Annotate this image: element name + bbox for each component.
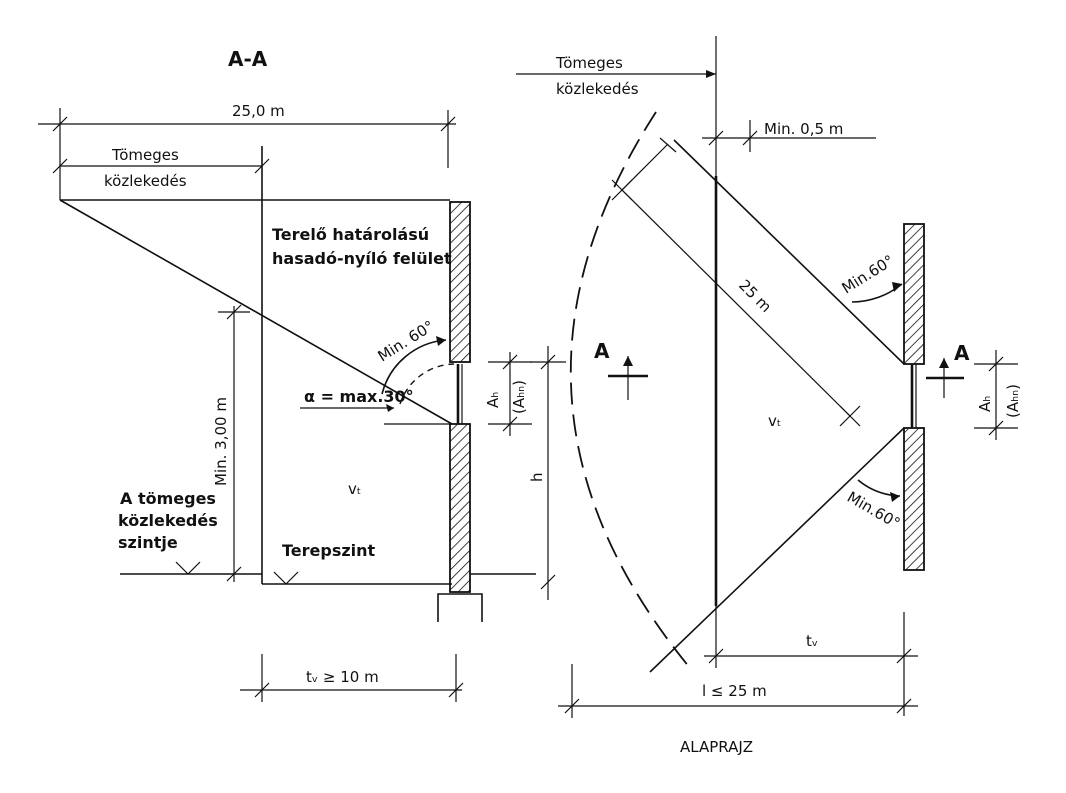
- dimension-width-label: 25,0 m: [232, 102, 285, 120]
- plan-ahn-label: (Aₕₙ): [1004, 384, 1022, 418]
- plan-vt-label: vₜ: [768, 412, 781, 430]
- terrain-label: Terepszint: [282, 541, 376, 560]
- section-mark-left-label: A: [594, 339, 610, 363]
- h-label: h: [528, 472, 546, 482]
- wall-upper: [449, 201, 471, 363]
- traffic-label-line2: közlekedés: [104, 172, 187, 190]
- plan-title: ALAPRAJZ: [680, 738, 753, 756]
- plan-length-label: l ≤ 25 m: [702, 682, 767, 700]
- plan-ah-label: Aₕ: [976, 396, 994, 412]
- sight-line: [59, 199, 453, 425]
- section-mark-right-label: A: [954, 341, 970, 365]
- traffic-zone-dimension: Tömeges közlekedés: [52, 146, 270, 190]
- plan-traffic-line2: közlekedés: [556, 80, 639, 98]
- surface-label-line2: hasadó-nyíló felület: [272, 249, 452, 268]
- plan-tv-label: tᵥ: [806, 632, 818, 650]
- height-min-dimension: Min. 3,00 m: [212, 304, 250, 582]
- ah-label: Aₕ: [484, 392, 502, 408]
- plan-wall-lower: [903, 427, 925, 571]
- plan-lower-diagonal: [649, 427, 905, 673]
- section-mark-right: A: [926, 341, 970, 398]
- surface-label-line1: Terelő határolású: [272, 225, 429, 244]
- tv-dimension: tᵥ ≥ 10 m: [240, 654, 464, 702]
- plan-upper-diagonal: [673, 139, 905, 365]
- alpha-label: α = max.30°: [304, 387, 414, 406]
- h-dimension: h: [528, 346, 566, 600]
- height-min-label: Min. 3,00 m: [212, 397, 230, 486]
- foundation: [437, 593, 483, 622]
- plan-traffic-line1: Tömeges: [555, 54, 623, 72]
- tv-label: tᵥ ≥ 10 m: [306, 668, 379, 686]
- section-view: A-A 25,0 m Tömeges közlekedés: [38, 47, 566, 702]
- traffic-label-line1: Tömeges: [111, 146, 179, 164]
- plan-tv-dimension: tᵥ: [704, 606, 918, 716]
- vt-label: vₜ: [348, 480, 361, 498]
- wall-lower: [449, 423, 471, 593]
- plan-wall-upper: [903, 223, 925, 365]
- section-title: A-A: [228, 47, 268, 71]
- ahn-label: (Aₕₙ): [510, 380, 528, 414]
- plan-length-dimension: l ≤ 25 m: [558, 664, 918, 718]
- ah-dimension: Aₕ (Aₕₙ): [484, 352, 532, 436]
- plan-radius-arc: [569, 111, 691, 669]
- plan-view: Tömeges közlekedés Min. 0,5 m 25 m: [516, 36, 1022, 756]
- min-offset-label: Min. 0,5 m: [764, 120, 843, 138]
- angle-arc-60: [381, 339, 447, 395]
- dimension-width: 25,0 m: [38, 102, 456, 200]
- angle-min-label: Min. 60°: [375, 317, 438, 366]
- plan-angle-top-label: Min.60°: [839, 251, 898, 297]
- plan-ah-dimension: Aₕ (Aₕₙ): [974, 350, 1022, 440]
- radius-label: 25 m: [735, 276, 775, 316]
- level-label-line2: közlekedés: [118, 511, 218, 530]
- section-mark-left: A: [594, 339, 648, 400]
- level-label-line3: szintje: [118, 533, 178, 552]
- level-label-line1: A tömeges: [120, 489, 216, 508]
- opening-swing-arc: [399, 363, 455, 405]
